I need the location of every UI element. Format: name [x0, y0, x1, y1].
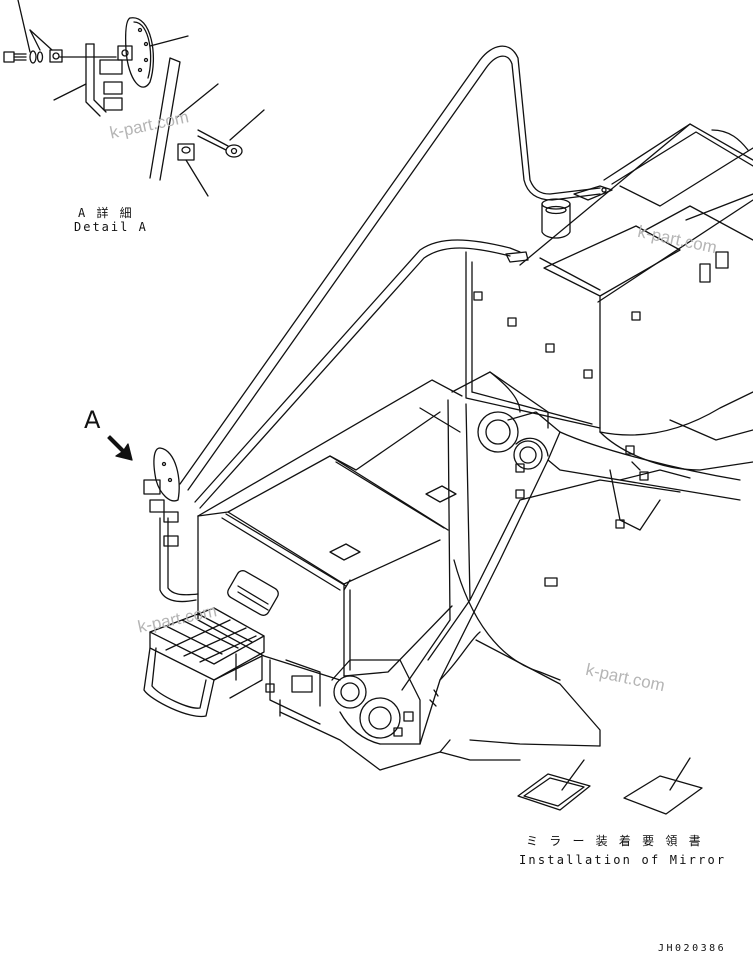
label-sheet-icon: [623, 757, 703, 815]
bolt-icon: [3, 51, 27, 63]
step-icon: [143, 607, 265, 718]
mirror-icon: [117, 17, 155, 88]
manual-label-en: Installation of Mirror: [519, 853, 727, 867]
engine-hood: [519, 123, 753, 303]
clamp-icon: [177, 143, 195, 161]
side-panel: [465, 251, 753, 436]
mirror-mount: [143, 447, 199, 603]
manual-sheet-icon: [517, 759, 591, 811]
detail-label-jp: A 詳 細: [78, 206, 134, 220]
mirror-stay-rod: [59, 43, 123, 117]
view-arrow-icon: [107, 435, 133, 461]
manual-label-jp: ミ ラ ー 装 着 要 領 書: [526, 834, 703, 848]
view-arrow-letter: A: [84, 406, 101, 434]
bolt-icon: [197, 129, 243, 158]
washer-icon: [29, 50, 44, 64]
leader-line: [53, 83, 87, 101]
drawing-code: JH020386: [658, 943, 727, 954]
handrail-pipe: [179, 45, 601, 509]
detail-a-view: [3, 0, 265, 197]
detail-label-en: Detail A: [74, 220, 148, 234]
machine-body: [107, 45, 753, 771]
boom-foot: [401, 371, 741, 747]
nut-icon: [49, 49, 63, 63]
fuel-cap-icon: [541, 198, 571, 239]
tool-box: [197, 379, 463, 681]
